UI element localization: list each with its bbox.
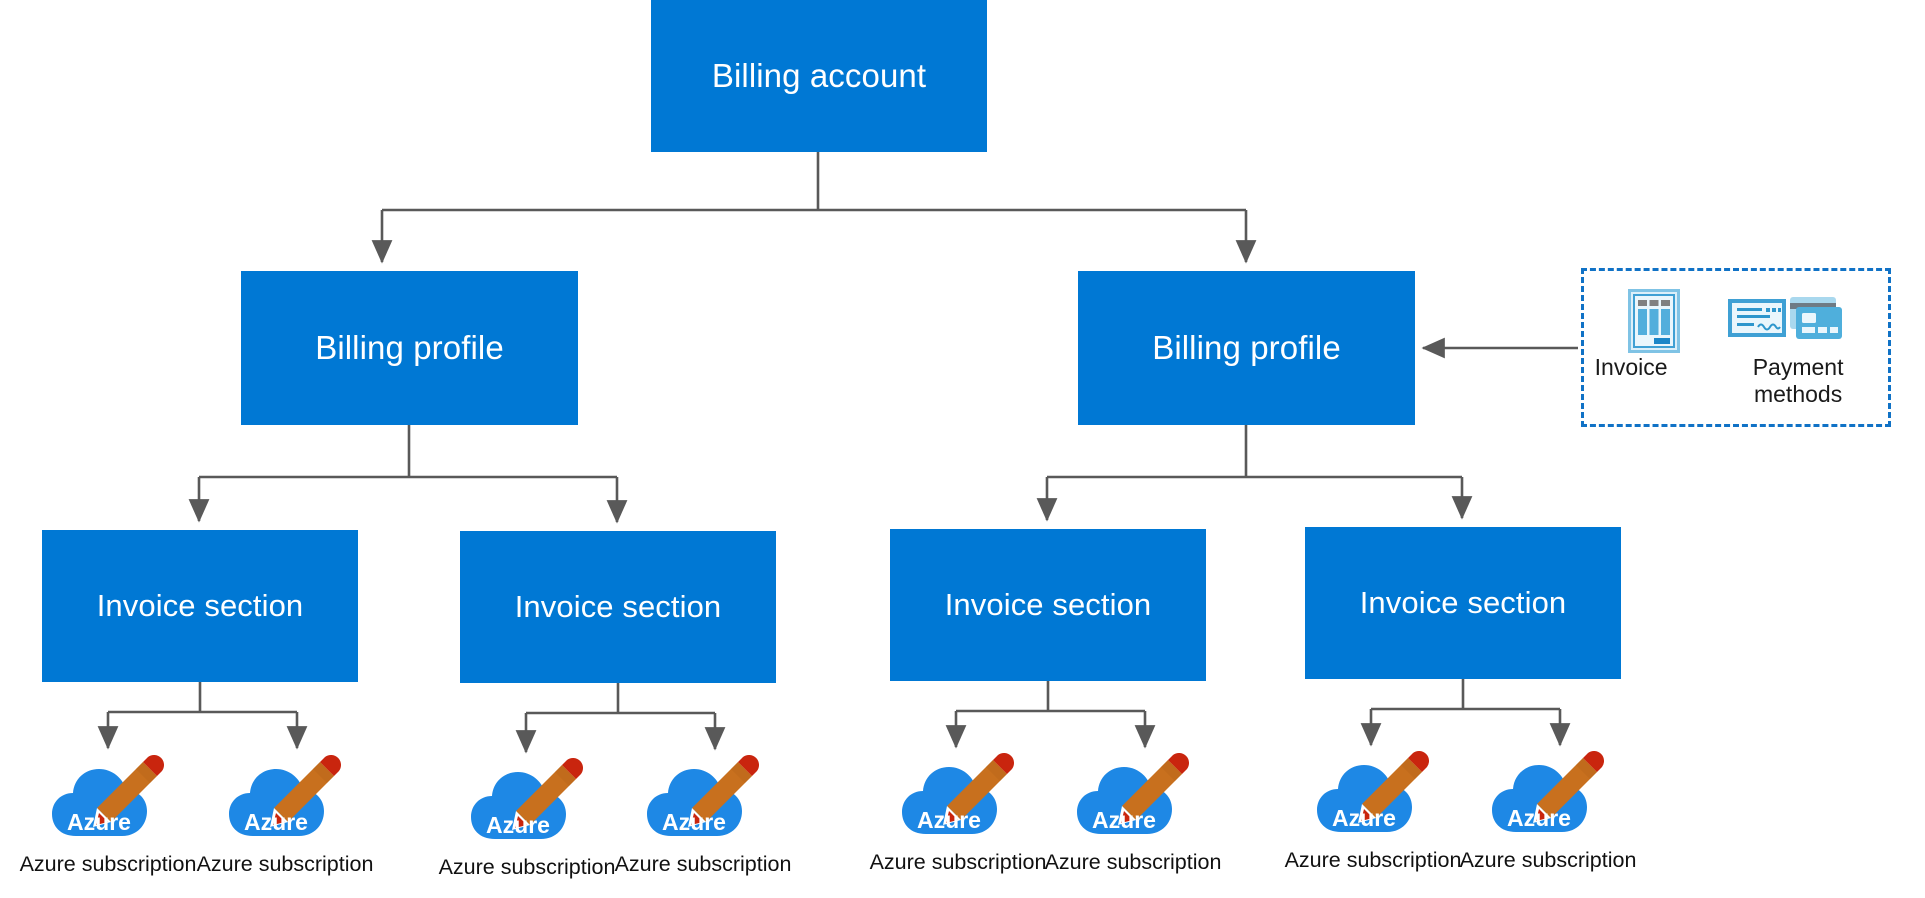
- subscription-label-1: Azure subscription: [19, 852, 197, 876]
- svg-text:Azure: Azure: [244, 809, 308, 835]
- subscription-item-1[interactable]: Azure Azure subscription: [0, 752, 223, 877]
- node-billing-profile-2-label: Billing profile: [1152, 329, 1341, 367]
- node-invoice-section-2[interactable]: Invoice section: [460, 531, 776, 683]
- subscription-label-4: Azure subscription: [614, 852, 792, 876]
- node-invoice-section-3-label: Invoice section: [944, 587, 1152, 623]
- payment-methods-icon: [1728, 289, 1844, 354]
- node-invoice-section-4[interactable]: Invoice section: [1305, 527, 1621, 679]
- azure-subscription-icon: Azure: [1488, 748, 1608, 844]
- node-billing-profile-1-label: Billing profile: [315, 329, 504, 367]
- node-billing-profile-2[interactable]: Billing profile: [1078, 271, 1415, 425]
- node-invoice-section-3[interactable]: Invoice section: [890, 529, 1206, 681]
- node-invoice-section-1-label: Invoice section: [96, 588, 304, 624]
- node-invoice-section-4-label: Invoice section: [1359, 585, 1567, 621]
- payment-panel-labels: Invoice Payment methods: [1584, 354, 1888, 408]
- node-billing-account-label: Billing account: [711, 57, 927, 95]
- svg-text:Azure: Azure: [1332, 805, 1396, 831]
- subscription-item-6[interactable]: Azure Azure subscription: [1018, 750, 1248, 875]
- subscription-item-2[interactable]: Azure Azure subscription: [170, 752, 400, 877]
- subscription-label-7: Azure subscription: [1284, 848, 1462, 872]
- azure-subscription-icon: Azure: [1073, 750, 1193, 846]
- node-invoice-section-2-label: Invoice section: [514, 589, 722, 625]
- svg-text:Azure: Azure: [486, 812, 550, 838]
- azure-subscription-icon: Azure: [1313, 748, 1433, 844]
- subscription-item-3[interactable]: Azure Azure subscription: [412, 755, 642, 880]
- subscription-item-8[interactable]: Azure Azure subscription: [1433, 748, 1663, 873]
- invoice-document-icon: [1628, 289, 1680, 358]
- subscription-item-5[interactable]: Azure Azure subscription: [843, 750, 1073, 875]
- payment-panel: Invoice Payment methods: [1581, 268, 1891, 427]
- svg-text:Azure: Azure: [917, 807, 981, 833]
- azure-subscription-icon: Azure: [467, 755, 587, 851]
- subscription-label-8: Azure subscription: [1459, 848, 1637, 872]
- azure-subscription-icon: Azure: [643, 752, 763, 848]
- svg-text:Azure: Azure: [662, 809, 726, 835]
- svg-text:Azure: Azure: [67, 809, 131, 835]
- azure-subscription-icon: Azure: [48, 752, 168, 848]
- node-billing-profile-1[interactable]: Billing profile: [241, 271, 578, 425]
- subscription-label-5: Azure subscription: [869, 850, 1047, 874]
- subscription-label-6: Azure subscription: [1044, 850, 1222, 874]
- payment-panel-label-payment-methods: Payment methods: [1752, 354, 1844, 407]
- svg-text:Azure: Azure: [1507, 805, 1571, 831]
- node-invoice-section-1[interactable]: Invoice section: [42, 530, 358, 682]
- svg-text:Azure: Azure: [1092, 807, 1156, 833]
- subscription-label-2: Azure subscription: [196, 852, 374, 876]
- node-billing-account[interactable]: Billing account: [651, 0, 987, 152]
- payment-panel-label-invoice: Invoice: [1594, 354, 1668, 380]
- subscription-label-3: Azure subscription: [438, 855, 616, 879]
- subscription-item-4[interactable]: Azure Azure subscription: [588, 752, 818, 877]
- azure-subscription-icon: Azure: [898, 750, 1018, 846]
- azure-subscription-icon: Azure: [225, 752, 345, 848]
- payment-panel-icons: [1584, 289, 1888, 358]
- subscription-item-7[interactable]: Azure Azure subscription: [1258, 748, 1488, 873]
